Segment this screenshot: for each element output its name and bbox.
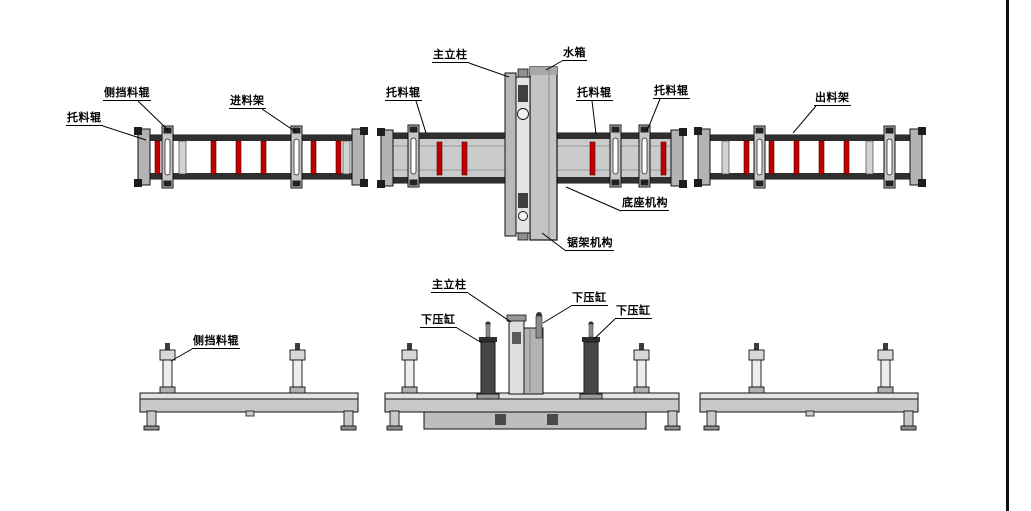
label-water-tank: 水箱 (562, 47, 587, 61)
main-column-front (506, 312, 544, 395)
label-feed-rack: 进料架 (229, 95, 266, 109)
feed-frame-front-view (139, 342, 359, 431)
label-down-press-cylinder-3: 下压缸 (615, 305, 652, 319)
label-main-column-top: 主立柱 (432, 49, 469, 63)
water-tank-and-column (504, 66, 558, 241)
feed-conveyor-top-view (133, 125, 369, 189)
label-base-mechanism: 底座机构 (621, 197, 669, 211)
discharge-conveyor-top-view (693, 125, 927, 189)
label-support-roller-2: 托料辊 (385, 87, 422, 101)
label-down-press-cylinder-1: 下压缸 (420, 314, 457, 328)
label-support-roller-3: 托料辊 (576, 87, 613, 101)
label-saw-frame-mechanism: 锯架机构 (566, 237, 614, 251)
label-down-press-cylinder-2: 下压缸 (571, 292, 608, 306)
center-saw-assembly-top-view (376, 66, 688, 241)
label-main-column-bottom: 主立柱 (431, 279, 468, 293)
label-side-guard-roller-bottom: 侧挡料辊 (192, 335, 240, 349)
label-support-roller-4: 托料辊 (653, 85, 690, 99)
label-side-guard-roller-top: 侧挡料辊 (103, 87, 151, 101)
discharge-frame-front-view (699, 342, 919, 431)
label-discharge-rack: 出料架 (814, 92, 851, 106)
leader-lines (102, 60, 817, 362)
label-support-roller-1: 托料辊 (66, 112, 103, 126)
sheet-border (1006, 0, 1009, 511)
saw-frame-front-view (384, 312, 681, 431)
